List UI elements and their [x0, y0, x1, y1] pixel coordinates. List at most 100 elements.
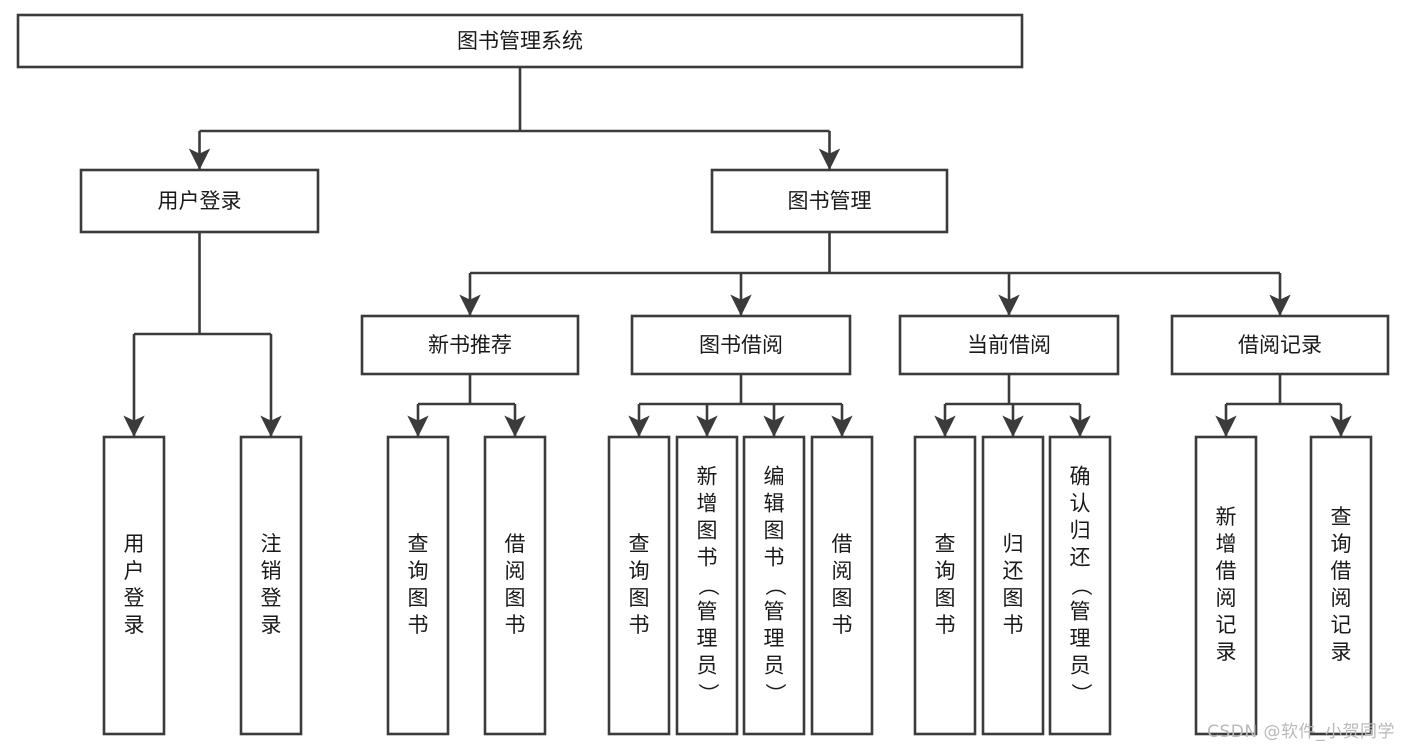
- svg-text:阅: 阅: [1216, 586, 1237, 610]
- svg-text:登: 登: [124, 586, 145, 610]
- svg-text:阅: 阅: [505, 559, 526, 583]
- node-box-borrow-record: [1170, 314, 1390, 376]
- svg-text:书: 书: [505, 613, 526, 637]
- svg-text:书: 书: [1003, 613, 1024, 637]
- svg-text:编: 编: [764, 465, 785, 489]
- svg-text:辑: 辑: [764, 492, 785, 516]
- node-box-record-add: [1194, 435, 1258, 736]
- node-box-new-book-recommend: [360, 314, 580, 376]
- node-box-user-logout: [239, 435, 303, 736]
- node-label-borrow-record: 借阅记录: [1238, 333, 1322, 357]
- svg-text:增: 增: [697, 492, 718, 516]
- node-box-current-borrow: [898, 314, 1120, 376]
- node-box-borrow-add-book: [675, 435, 739, 736]
- node-book-manage[interactable]: 图书管理: [710, 168, 949, 234]
- node-box-current-confirm-return: [1048, 435, 1112, 736]
- svg-text:员: 员: [697, 654, 718, 678]
- node-box-current-return-book: [981, 435, 1045, 736]
- svg-text:借: 借: [832, 532, 853, 556]
- svg-text:归: 归: [1070, 519, 1091, 543]
- node-label-book-borrow: 图书借阅: [699, 333, 783, 357]
- svg-text:图: 图: [832, 586, 853, 610]
- node-borrow-record[interactable]: 借阅记录: [1170, 314, 1390, 376]
- svg-text:）: ）: [763, 683, 787, 704]
- svg-text:图: 图: [935, 586, 956, 610]
- node-box-user-login-do: [102, 435, 166, 736]
- node-new-book-recommend[interactable]: 新书推荐: [360, 314, 580, 376]
- svg-text:书: 书: [697, 546, 718, 570]
- svg-text:图: 图: [629, 586, 650, 610]
- svg-text:书: 书: [764, 546, 785, 570]
- node-user-login-do[interactable]: 用户登录: [102, 435, 166, 736]
- node-current-borrow[interactable]: 当前借阅: [898, 314, 1120, 376]
- svg-text:录: 录: [261, 613, 282, 637]
- svg-text:书: 书: [629, 613, 650, 637]
- svg-text:阅: 阅: [1331, 586, 1352, 610]
- node-box-book-borrow: [630, 314, 852, 376]
- svg-text:归: 归: [1003, 532, 1024, 556]
- node-label-new-book-recommend: 新书推荐: [428, 333, 512, 357]
- node-box-borrow-query-book: [607, 435, 671, 736]
- node-box-book-manage: [710, 168, 949, 234]
- node-root[interactable]: 图书管理系统: [16, 13, 1024, 69]
- svg-text:）: ）: [696, 683, 720, 704]
- node-box-recommend-borrow-book: [483, 435, 547, 736]
- svg-text:书: 书: [935, 613, 956, 637]
- node-box-borrow-borrow-book: [810, 435, 874, 736]
- svg-text:（: （: [1069, 575, 1093, 596]
- node-box-user-login: [79, 168, 320, 234]
- svg-text:图: 图: [697, 519, 718, 543]
- svg-text:认: 认: [1070, 492, 1091, 516]
- node-label-root: 图书管理系统: [457, 29, 583, 53]
- svg-text:新: 新: [697, 465, 718, 489]
- svg-text:借: 借: [1331, 559, 1352, 583]
- node-layer: 图书管理系统用户登录用户登录注销登录图书管理新书推荐查询图书借阅图书图书借阅查询…: [16, 13, 1390, 736]
- svg-text:阅: 阅: [832, 559, 853, 583]
- svg-text:借: 借: [505, 532, 526, 556]
- svg-text:新: 新: [1216, 505, 1237, 529]
- node-book-borrow[interactable]: 图书借阅: [630, 314, 852, 376]
- svg-text:记: 记: [1216, 613, 1237, 637]
- svg-text:询: 询: [935, 559, 956, 583]
- svg-text:管: 管: [764, 600, 785, 624]
- svg-text:（: （: [763, 575, 787, 596]
- svg-text:图: 图: [764, 519, 785, 543]
- svg-text:询: 询: [629, 559, 650, 583]
- node-label-book-manage: 图书管理: [788, 189, 872, 213]
- node-label-current-borrow: 当前借阅: [967, 333, 1051, 357]
- svg-text:书: 书: [832, 613, 853, 637]
- svg-text:图: 图: [408, 586, 429, 610]
- node-user-login[interactable]: 用户登录: [79, 168, 320, 234]
- node-label-user-login: 用户登录: [158, 189, 242, 213]
- svg-text:登: 登: [261, 586, 282, 610]
- svg-text:图: 图: [505, 586, 526, 610]
- svg-text:注: 注: [261, 532, 282, 556]
- svg-text:借: 借: [1216, 559, 1237, 583]
- svg-text:查: 查: [1331, 505, 1352, 529]
- svg-text:用: 用: [124, 532, 145, 556]
- svg-text:员: 员: [764, 654, 785, 678]
- connector-layer: [123, 67, 1352, 437]
- svg-text:户: 户: [124, 559, 145, 583]
